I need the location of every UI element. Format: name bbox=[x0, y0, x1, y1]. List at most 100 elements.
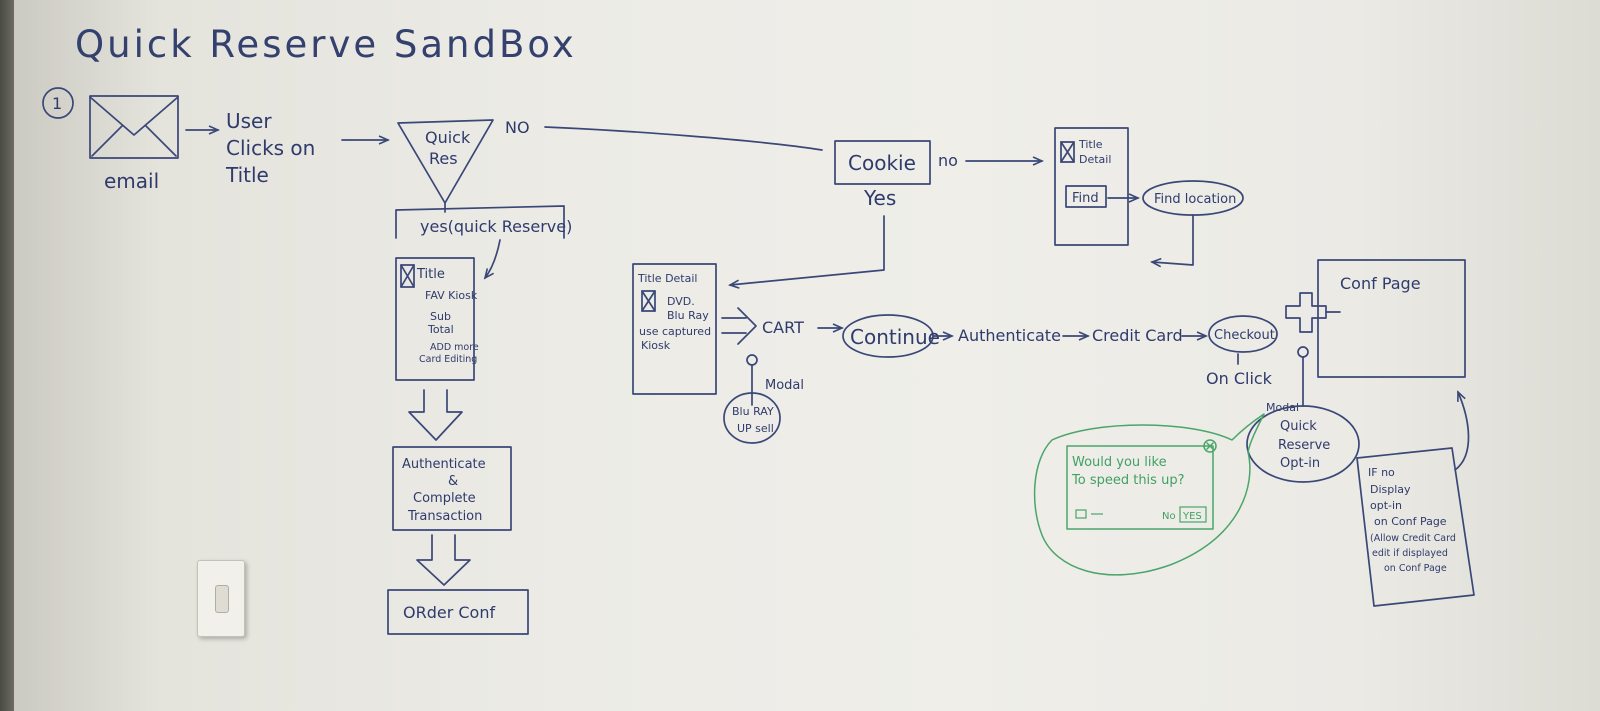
yes-quick-reserve-label: yes(quick Reserve) bbox=[420, 217, 572, 236]
authenticate-complete-box bbox=[392, 446, 512, 531]
svg-text:Blu RAY: Blu RAY bbox=[732, 405, 774, 418]
modal-mockup-question: Would you like To speed this up? bbox=[1071, 455, 1184, 488]
order-conf-label: ORder Conf bbox=[403, 603, 495, 622]
svg-text:&: & bbox=[448, 474, 458, 489]
title-detail-kiosk: Kiosk bbox=[641, 339, 671, 352]
modal-mockup-checkbox-icon bbox=[1075, 509, 1103, 519]
title-detail-use-captured: use captured bbox=[639, 325, 711, 338]
modal-mockup-frame bbox=[1066, 445, 1214, 530]
step-number-marker: 1 bbox=[42, 87, 74, 119]
svg-text:Complete: Complete bbox=[413, 491, 476, 506]
quick-res-decision bbox=[397, 119, 494, 204]
svg-text:Would you like: Would you like bbox=[1072, 455, 1167, 470]
find-button-sketch bbox=[1065, 185, 1107, 208]
light-switch-plate bbox=[197, 560, 245, 637]
panel-line-total: Total bbox=[427, 323, 454, 336]
title-detail-small-thumbnail-icon bbox=[1060, 141, 1075, 163]
modal-1-connector bbox=[746, 354, 758, 366]
svg-text:IF no: IF no bbox=[1368, 466, 1395, 479]
quick-reserve-panel bbox=[395, 257, 475, 381]
wall-edge bbox=[0, 0, 14, 711]
svg-text:To speed this up?: To speed this up? bbox=[1071, 473, 1184, 488]
yes-quick-reserve-bracket bbox=[395, 205, 565, 239]
modal-2-connector bbox=[1297, 346, 1309, 358]
bluray-upsell-oval bbox=[723, 392, 781, 444]
svg-text:Title: Title bbox=[225, 163, 269, 187]
svg-text:on Conf Page: on Conf Page bbox=[1374, 515, 1447, 528]
authenticate-complete-label: Authenticate & Complete Transaction bbox=[402, 457, 486, 524]
find-location-label: Find location bbox=[1154, 192, 1236, 207]
authenticate-label: Authenticate bbox=[958, 326, 1061, 345]
panel-line-add-more: ADD more bbox=[430, 342, 479, 353]
svg-text:Quick: Quick bbox=[1280, 419, 1317, 434]
order-conf-box bbox=[387, 589, 529, 635]
cookie-label: Cookie bbox=[848, 151, 916, 175]
modal-1-label: Modal bbox=[765, 378, 804, 393]
title-detail-main-thumbnail-icon bbox=[641, 290, 656, 312]
modal-close-icon bbox=[1203, 439, 1217, 453]
svg-text:edit if displayed: edit if displayed bbox=[1372, 548, 1448, 559]
svg-text:Quick: Quick bbox=[425, 128, 471, 147]
title-detail-main-panel bbox=[632, 263, 717, 395]
no-label: NO bbox=[505, 118, 530, 137]
svg-text:Detail: Detail bbox=[1079, 153, 1111, 166]
title-detail-small-label: Title Detail bbox=[1078, 138, 1111, 166]
conf-page-label: Conf Page bbox=[1340, 274, 1421, 293]
board-title: Quick Reserve SandBox bbox=[75, 23, 577, 66]
cookie-yes-label: Yes bbox=[863, 186, 896, 210]
cart-label: CART bbox=[762, 318, 804, 337]
email-label: email bbox=[104, 169, 159, 193]
panel-line-sub: Sub bbox=[430, 310, 451, 323]
arrow-note-to-conf-page bbox=[1454, 390, 1470, 471]
svg-text:on Conf Page: on Conf Page bbox=[1384, 563, 1447, 574]
quick-reserve-opt-in-label: Quick Reserve Opt-in bbox=[1278, 419, 1330, 471]
modal-mockup-yes-button bbox=[1179, 506, 1207, 523]
arrow-yes-to-panel bbox=[483, 239, 501, 280]
speech-bubble bbox=[1033, 413, 1265, 576]
find-label: Find bbox=[1072, 191, 1099, 206]
panel-line-fav-kiosk: FAV Kiosk bbox=[425, 289, 478, 302]
svg-text:opt-in: opt-in bbox=[1370, 499, 1402, 512]
light-switch-toggle bbox=[215, 585, 229, 613]
svg-text:Authenticate: Authenticate bbox=[402, 457, 486, 472]
modal-mockup-yes-label: YES bbox=[1182, 511, 1202, 522]
svg-text:Display: Display bbox=[1370, 483, 1411, 496]
on-click-label: On Click bbox=[1206, 369, 1273, 388]
big-down-arrow-1 bbox=[408, 389, 463, 441]
title-detail-dvd: DVD. bbox=[667, 295, 695, 308]
plus-connector-icon bbox=[1285, 292, 1327, 333]
svg-text:Title: Title bbox=[1078, 138, 1103, 151]
envelope-icon bbox=[89, 95, 179, 159]
panel-line-card-editing: Card Editing bbox=[419, 354, 477, 365]
big-down-arrow-2 bbox=[416, 534, 471, 586]
title-detail-small-panel bbox=[1054, 127, 1129, 246]
panel-thumbnail-icon bbox=[400, 264, 415, 288]
note-text: IF no Display opt-in on Conf Page (Allow… bbox=[1368, 466, 1456, 574]
svg-text:Clicks on: Clicks on bbox=[226, 136, 315, 160]
arrow-cookie-yes-to-title-detail bbox=[728, 215, 885, 289]
svg-text:Reserve: Reserve bbox=[1278, 438, 1330, 453]
svg-text:Opt-in: Opt-in bbox=[1280, 456, 1320, 471]
bluray-upsell-label: Blu RAY UP sell bbox=[732, 405, 774, 435]
svg-text:Transaction: Transaction bbox=[407, 509, 482, 524]
checkout-label: Checkout bbox=[1214, 328, 1275, 343]
conf-page-box bbox=[1317, 259, 1466, 378]
step-number: 1 bbox=[52, 94, 62, 113]
continue-label: Continue bbox=[850, 325, 940, 349]
arrow-find-location-to-title-detail bbox=[1150, 214, 1194, 268]
quick-reserve-opt-in-oval bbox=[1246, 405, 1360, 483]
title-detail-main-header: Title Detail bbox=[637, 272, 697, 285]
panel-title: Title bbox=[416, 267, 445, 282]
checkout-oval bbox=[1208, 315, 1278, 353]
cookie-no-label: no bbox=[938, 151, 958, 170]
modal-mockup-no-option: No bbox=[1162, 511, 1176, 522]
svg-text:(Allow Credit Card: (Allow Credit Card bbox=[1370, 533, 1456, 544]
note-sheet bbox=[1356, 447, 1475, 607]
cookie-box bbox=[834, 140, 931, 185]
quick-res-label: Quick Res bbox=[425, 128, 471, 168]
svg-text:User: User bbox=[226, 109, 272, 133]
title-detail-bluray: Blu Ray bbox=[667, 309, 709, 322]
svg-text:UP sell: UP sell bbox=[737, 422, 774, 435]
